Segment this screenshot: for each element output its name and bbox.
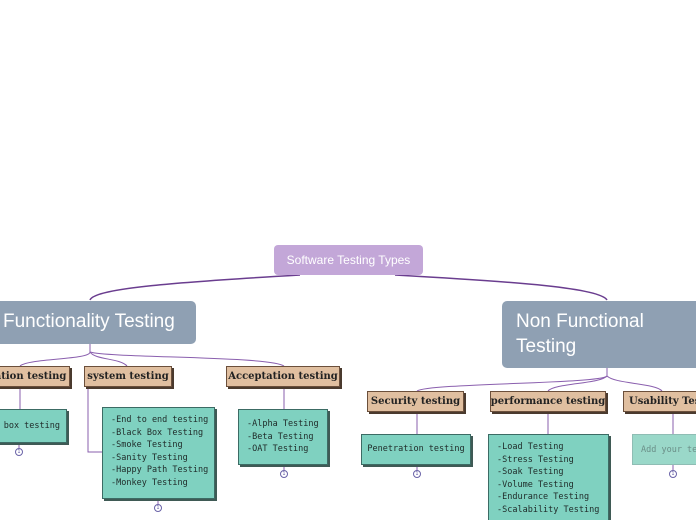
performance-leaf-line: -Load Testing [497,442,564,452]
acceptation-leaf-note[interactable]: -Alpha Testing -Beta Testing -OAT Testin… [238,409,328,465]
system-leaf-note[interactable]: -End to end testing -Black Box Testing -… [102,407,215,499]
performance-testing-node[interactable]: performance testing [490,391,606,412]
acceptation-leaf-line: -Beta Testing [247,431,314,442]
system-leaf-line: -End to end testing [111,415,209,425]
acceptation-leaf-line: -OAT Testing [247,444,309,454]
connector-nonfunc-usability [606,375,663,392]
system-testing-label: system testing [87,371,169,382]
system-leaf-line: -Happy Path Testing [111,465,209,475]
integration-leaf-line: White box testing [0,420,60,431]
connector-root-functionality [89,274,301,301]
performance-leaf-line: -Volume Testing [497,479,574,490]
system-leaf-line: -Monkey Testing [111,477,188,488]
connector-nonfunc-performance [547,375,608,392]
usability-testing-node[interactable]: Usability Testing [623,391,696,412]
security-leaf-note[interactable]: Penetration testing [361,434,471,465]
collapse-toggle-icon[interactable]: 1 [669,470,677,478]
performance-testing-label: performance testing [490,396,606,407]
connector-nonfunc-security [416,368,608,392]
system-leaf-line: -Black Box Testing [111,427,204,438]
security-leaf-line: Penetration testing [367,444,465,455]
system-testing-node[interactable]: system testing [84,366,172,387]
performance-leaf-line: -Stress Testing [497,454,574,465]
functionality-testing-node[interactable]: Functionality Testing [0,301,196,344]
performance-leaf-note[interactable]: -Load Testing -Stress Testing -Soak Test… [488,434,609,520]
root-topic-node[interactable]: Software Testing Types [274,245,423,275]
collapse-toggle-icon[interactable]: 1 [15,448,23,456]
performance-leaf-line: -Scalability Testing [497,504,600,515]
integration-leaf-note[interactable]: White box testing [0,409,67,443]
acceptation-testing-label: Acceptation testing [228,371,338,382]
collapse-toggle-icon[interactable]: 1 [154,504,162,512]
acceptation-leaf-line: -Alpha Testing [247,419,319,429]
connector-func-integration [19,344,91,367]
system-leaf-line: -Sanity Testing [111,452,188,463]
integration-testing-label: Integration testing [0,371,67,382]
connector-func-system [89,351,128,367]
non-functional-testing-node[interactable]: Non Functional Testing [502,301,696,368]
integration-testing-node[interactable]: Integration testing [0,366,70,387]
connector-system-leaf [87,386,102,453]
usability-testing-label: Usability Testing [629,396,696,407]
connector-func-acceptation [89,351,285,367]
performance-leaf-line: -Endurance Testing [497,492,590,502]
connector-root-nonfunctional [394,274,608,301]
acceptation-testing-node[interactable]: Acceptation testing [226,366,340,387]
performance-leaf-line: -Soak Testing [497,467,564,477]
system-leaf-line: -Smoke Testing [111,440,183,450]
collapse-toggle-icon[interactable]: 1 [413,470,421,478]
security-testing-label: Security testing [370,396,461,407]
security-testing-node[interactable]: Security testing [367,391,464,412]
usability-leaf-placeholder[interactable]: Add your text [632,434,696,465]
usability-placeholder-text: Add your text [641,445,696,455]
collapse-toggle-icon[interactable]: 1 [280,470,288,478]
